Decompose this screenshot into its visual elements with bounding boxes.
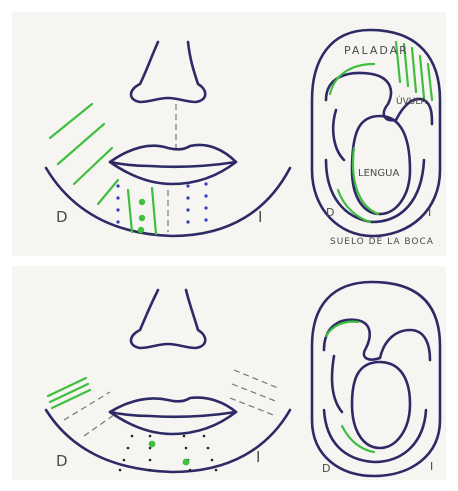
top-panel: D I PALADAR ÚVULA LENGUA D — [12, 12, 446, 256]
lesion-dot — [149, 441, 156, 448]
bottom-face-left-label: I — [256, 448, 260, 466]
bottom-mouth-right-label: D — [322, 462, 330, 475]
uvula-label: ÚVULA — [396, 95, 428, 107]
floor-label: SUELO DE LA BOCA — [330, 237, 434, 247]
bottom-mouth-left-label: I — [430, 460, 433, 473]
top-mouth-right-label: D — [326, 206, 334, 219]
tongue-label: LENGUA — [358, 168, 399, 179]
palate-label: PALADAR — [344, 44, 409, 57]
bottom-face-right-label: D — [56, 452, 68, 470]
top-mouth-left-label: I — [428, 206, 431, 219]
top-face-right-label: D — [56, 208, 68, 226]
top-face-left-label: I — [258, 208, 262, 226]
bottom-panel: D I D I — [12, 266, 446, 480]
lesion-dot — [183, 459, 190, 466]
